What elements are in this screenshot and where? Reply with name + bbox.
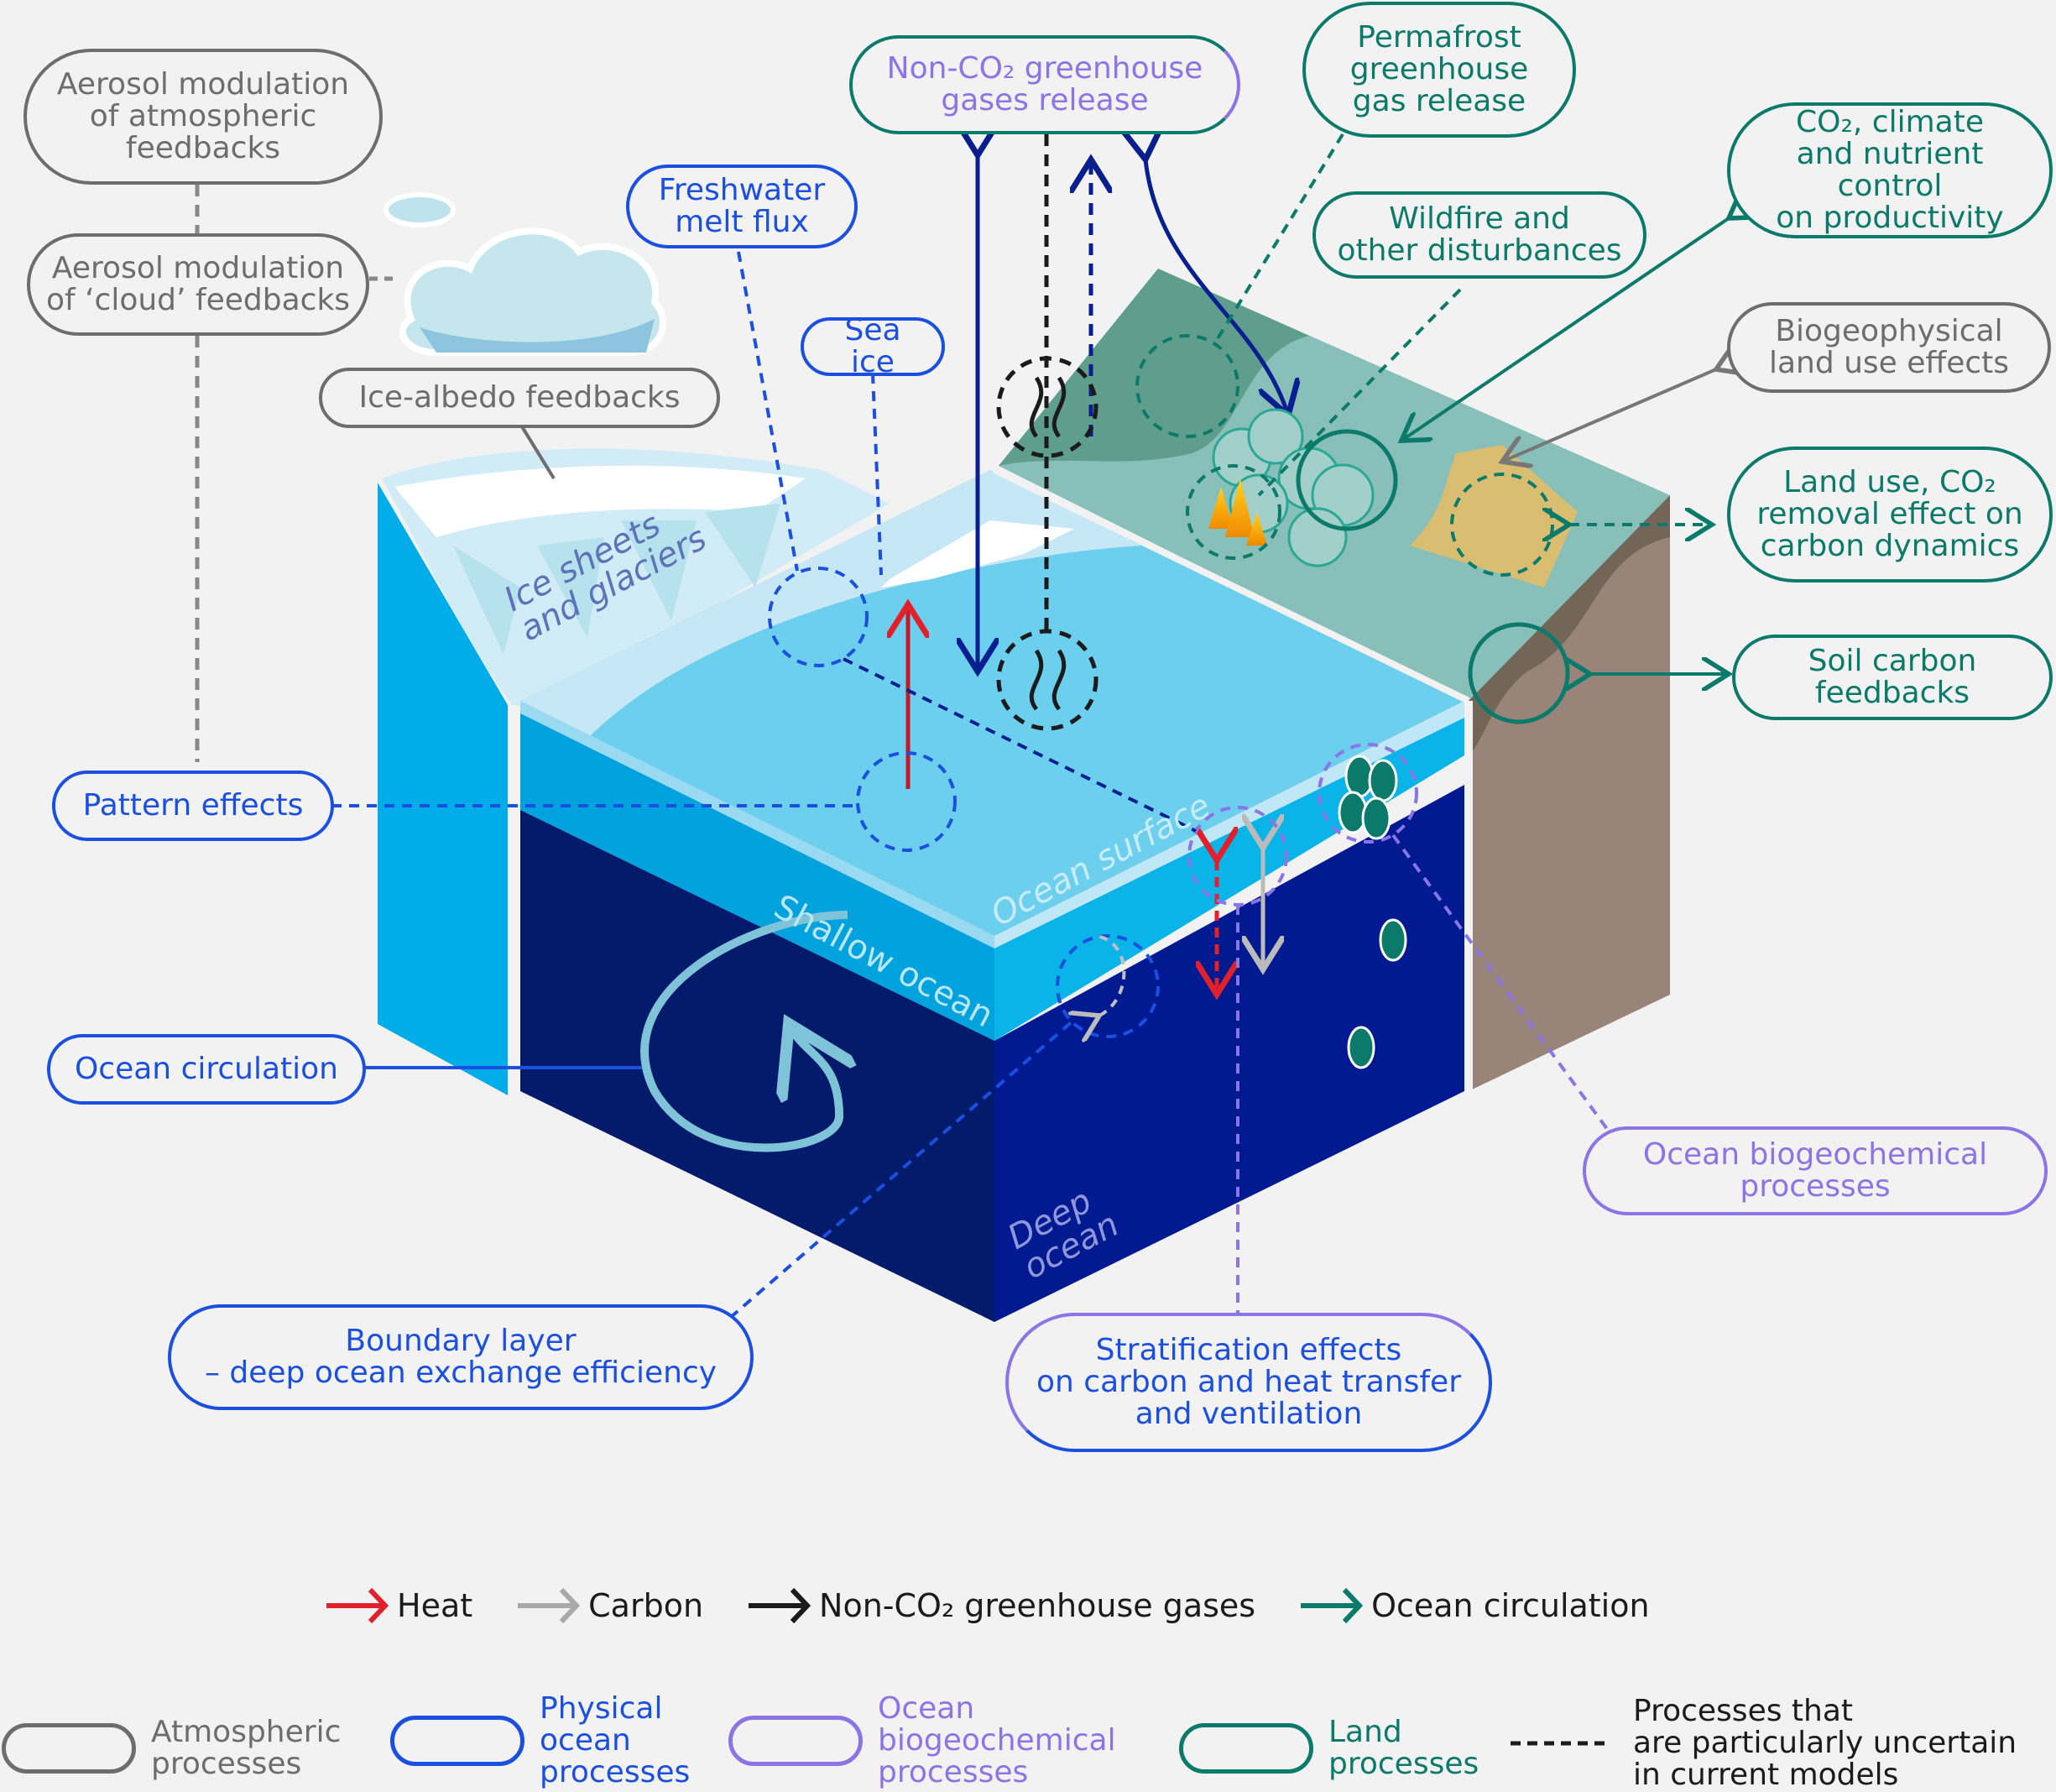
- legend-carbon: Carbon: [514, 1585, 703, 1627]
- boundary-layer-circle: [1056, 934, 1160, 1038]
- key-physical-ocean: Physical ocean processes: [390, 1693, 690, 1789]
- callout-pattern-effects[interactable]: Pattern effects: [52, 771, 334, 841]
- legend-non-co2: Non-CO₂ greenhouse gases: [745, 1585, 1255, 1627]
- wildfire-circle: [1186, 464, 1281, 560]
- phytoplankton-circle: [1318, 743, 1418, 844]
- non-co2-arrow-icon: [749, 1587, 811, 1624]
- key-atmospheric-label: Atmospheric processes: [151, 1715, 342, 1781]
- methane-permafrost-circle: [996, 356, 1098, 458]
- legend-non-co2-label: Non-CO₂ greenhouse gases: [819, 1587, 1256, 1624]
- callout-biogeophysical[interactable]: Biogeophysical land use effects: [1727, 302, 2051, 393]
- key-uncertain: Processes that are particularly uncertai…: [1511, 1695, 2017, 1791]
- legend-carbon-label: Carbon: [588, 1587, 704, 1624]
- callout-aerosol-atmospheric[interactable]: Aerosol modulation of atmospheric feedba…: [23, 49, 383, 185]
- permafrost-circle: [1135, 334, 1239, 438]
- callout-soil-carbon[interactable]: Soil carbon feedbacks: [1732, 635, 2053, 720]
- methane-ocean-circle: [996, 629, 1098, 731]
- carbon-arrow-icon: [518, 1587, 581, 1624]
- key-atmospheric: Atmospheric processes: [2, 1716, 341, 1780]
- callout-freshwater-melt-flux[interactable]: Freshwater melt flux: [626, 165, 858, 248]
- dashed-line-icon: [1511, 1741, 1611, 1746]
- callout-land-use-cdr[interactable]: Land use, CO₂ removal effect on carbon d…: [1727, 447, 2053, 583]
- soil-face: [1469, 495, 1670, 1091]
- callout-ice-albedo[interactable]: Ice-albedo feedbacks: [319, 368, 720, 428]
- ocean-circulation-arrow-icon: [1301, 1587, 1364, 1624]
- key-land: Land processes: [1179, 1716, 1479, 1780]
- pattern-circle: [856, 751, 957, 852]
- heat-arrow-icon: [326, 1587, 389, 1624]
- arrow-legend: Heat Carbon Non-CO₂ greenhouse gases Oce…: [323, 1585, 1692, 1627]
- callout-ocean-biogeochemical[interactable]: Ocean biogeochemical processes: [1583, 1126, 2048, 1215]
- key-land-swatch: [1179, 1723, 1313, 1774]
- land-atmosphere-arrow: [1145, 159, 1288, 415]
- legend-heat-label: Heat: [397, 1587, 473, 1624]
- callout-sea-ice[interactable]: Sea ice: [801, 315, 945, 379]
- phytoplankton-icon: [1338, 755, 1407, 1069]
- legend-ocean-circulation-label: Ocean circulation: [1371, 1587, 1650, 1624]
- fire-icon: [1208, 478, 1267, 546]
- ice-block-left-face: [378, 483, 508, 1095]
- key-physical-ocean-label: Physical ocean processes: [540, 1691, 691, 1789]
- productivity-circle: [1296, 429, 1398, 531]
- callout-stratification[interactable]: Stratification effects on carbon and hea…: [1005, 1313, 1492, 1452]
- legend-ocean-circulation: Ocean circulation: [1297, 1585, 1650, 1627]
- ocean-circulation-loop: [640, 911, 848, 1152]
- key-atmospheric-swatch: [2, 1723, 136, 1774]
- key-ocean-biogeochemical: Ocean biogeochemical processes: [728, 1693, 1116, 1789]
- freshwater-circle: [768, 567, 869, 667]
- deep-ocean-right: [994, 785, 1464, 1322]
- legend-heat: Heat: [323, 1585, 472, 1627]
- callout-aerosol-cloud[interactable]: Aerosol modulation of ‘cloud’ feedbacks: [27, 233, 369, 336]
- key-land-label: Land processes: [1328, 1715, 1479, 1781]
- key-ocean-biogeochemical-swatch: [728, 1716, 863, 1766]
- land-use-patch: [1410, 445, 1578, 588]
- callout-wildfire[interactable]: Wildfire and other disturbances: [1312, 191, 1646, 279]
- callout-boundary-layer[interactable]: Boundary layer – deep ocean exchange eff…: [168, 1304, 754, 1410]
- key-physical-ocean-swatch: [390, 1716, 524, 1766]
- callout-permafrost[interactable]: Permafrost greenhouse gas release: [1302, 2, 1576, 138]
- key-ocean-biogeochemical-label: Ocean biogeochemical processes: [878, 1691, 1116, 1789]
- deep-ocean-left: [520, 810, 994, 1322]
- callout-ocean-circulation[interactable]: Ocean circulation: [47, 1034, 366, 1105]
- callout-co2-climate-nutrient[interactable]: CO₂, climate and nutrient control on pro…: [1727, 102, 2053, 238]
- cloud-icon: [384, 192, 666, 356]
- key-uncertain-label: Processes that are particularly uncertai…: [1633, 1694, 2017, 1792]
- shallow-ocean-left: [520, 705, 994, 1041]
- callout-non-co2-release[interactable]: Non-CO₂ greenhouse gases release: [849, 35, 1240, 134]
